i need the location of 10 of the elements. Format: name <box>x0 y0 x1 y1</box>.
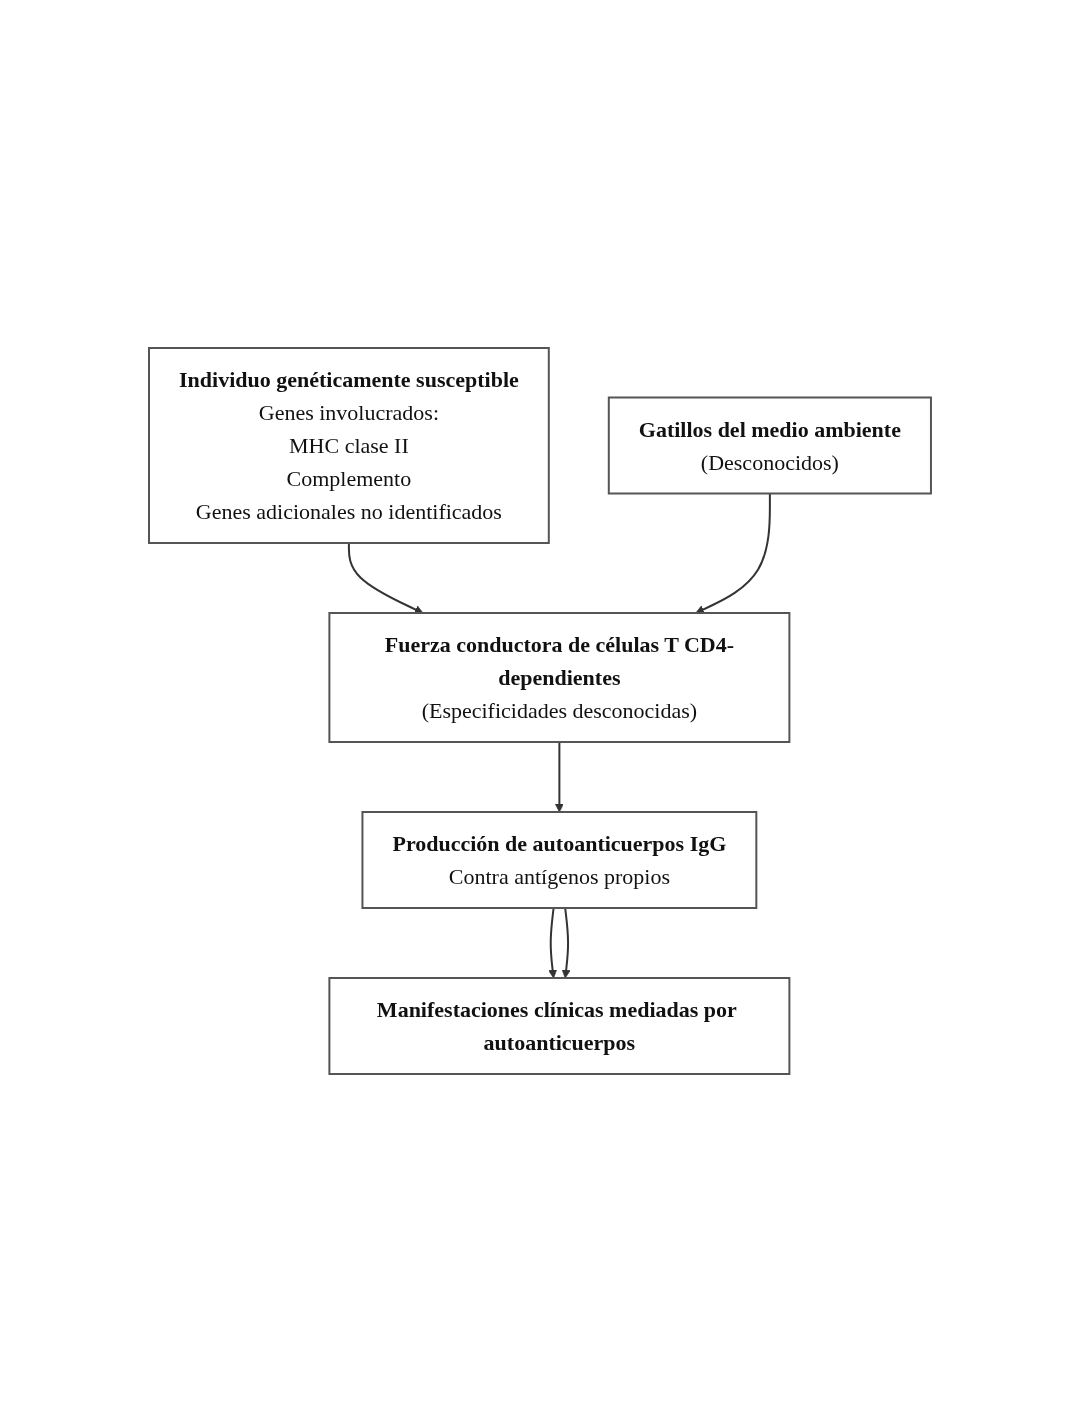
arrow <box>347 541 424 614</box>
node-box: Producción de autoanticuerpos IgG Contra antígenos propios <box>361 810 758 909</box>
node-box: Fuerza conductora de células T CD4-dependientes (Especificidades desconocidas) <box>328 611 791 743</box>
arrow <box>555 740 564 812</box>
arrow <box>695 492 771 614</box>
arrow <box>561 906 571 978</box>
node-box: Individuo genéticamente susceptible Genes involucrados: MHC clase II Complemento Genes adicionales no identificados <box>148 346 550 544</box>
node-box: Gatillos del medio ambiente (Desconocidos) <box>607 396 932 494</box>
node-box: Manifestaciones clínicas mediadas por autoanticuerpos <box>328 976 791 1075</box>
arrow <box>548 906 558 978</box>
